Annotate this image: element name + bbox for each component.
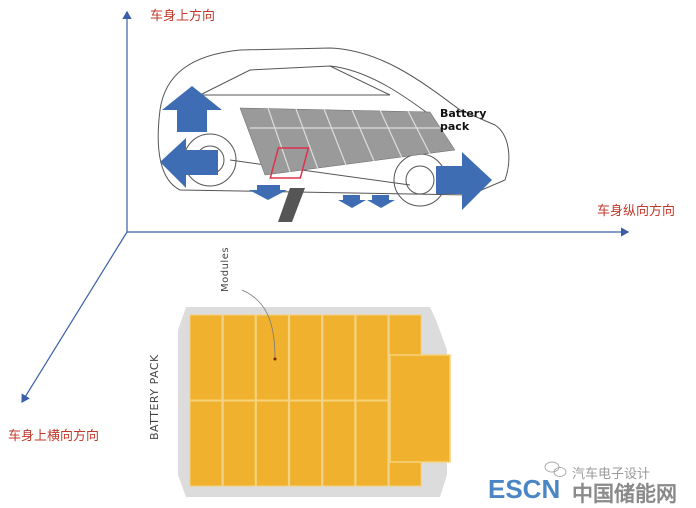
battery-pack-label: Battery pack — [440, 107, 486, 133]
watermark-wechat: 汽车电子设计 — [572, 467, 651, 482]
battery-module — [355, 314, 389, 401]
cell-dividers — [250, 107, 440, 173]
battery-label-line2: pack — [440, 120, 470, 133]
watermark-brand-cn: 中国储能网 — [572, 482, 677, 506]
arrow-down-icon — [367, 195, 395, 208]
axis-label-lateral: 车身上横向方向 — [8, 429, 100, 444]
force-arrows — [160, 86, 492, 210]
arrow-down-icon — [249, 185, 287, 200]
battery-module — [222, 314, 256, 401]
arrow-left-icon — [160, 138, 218, 188]
battery-module — [289, 400, 323, 487]
axis-lateral — [21, 231, 128, 404]
battery-module — [289, 314, 323, 401]
battery-module — [322, 400, 356, 487]
arrow-up-icon — [162, 86, 222, 132]
battery-module — [189, 400, 223, 487]
pack-title: BATTERY PACK — [148, 354, 161, 440]
battery-module — [222, 400, 256, 487]
module-grid — [189, 314, 422, 487]
module-extension — [389, 354, 451, 463]
modules-leader-line — [241, 289, 276, 359]
battery-module — [189, 314, 223, 401]
battery-module — [322, 314, 356, 401]
battery-module — [255, 400, 289, 487]
battery-label-line1: Battery — [440, 107, 487, 120]
axis-label-up: 车身上方向 — [150, 9, 216, 24]
arrow-right-icon — [436, 152, 492, 210]
arrow-down-icon — [338, 195, 366, 208]
highlighted-module — [269, 147, 310, 179]
car-battery-cells — [239, 107, 456, 176]
coordinate-axes — [21, 10, 630, 404]
battery-pack-diagram — [178, 289, 451, 497]
car-illustration — [157, 47, 510, 207]
battery-module — [355, 400, 389, 487]
wechat-icon — [544, 461, 567, 477]
modules-label: Modules — [220, 246, 231, 292]
axis-label-longitudinal: 车身纵向方向 — [597, 204, 676, 219]
watermark-brand: ESCN — [488, 474, 561, 504]
removed-module — [278, 188, 305, 222]
